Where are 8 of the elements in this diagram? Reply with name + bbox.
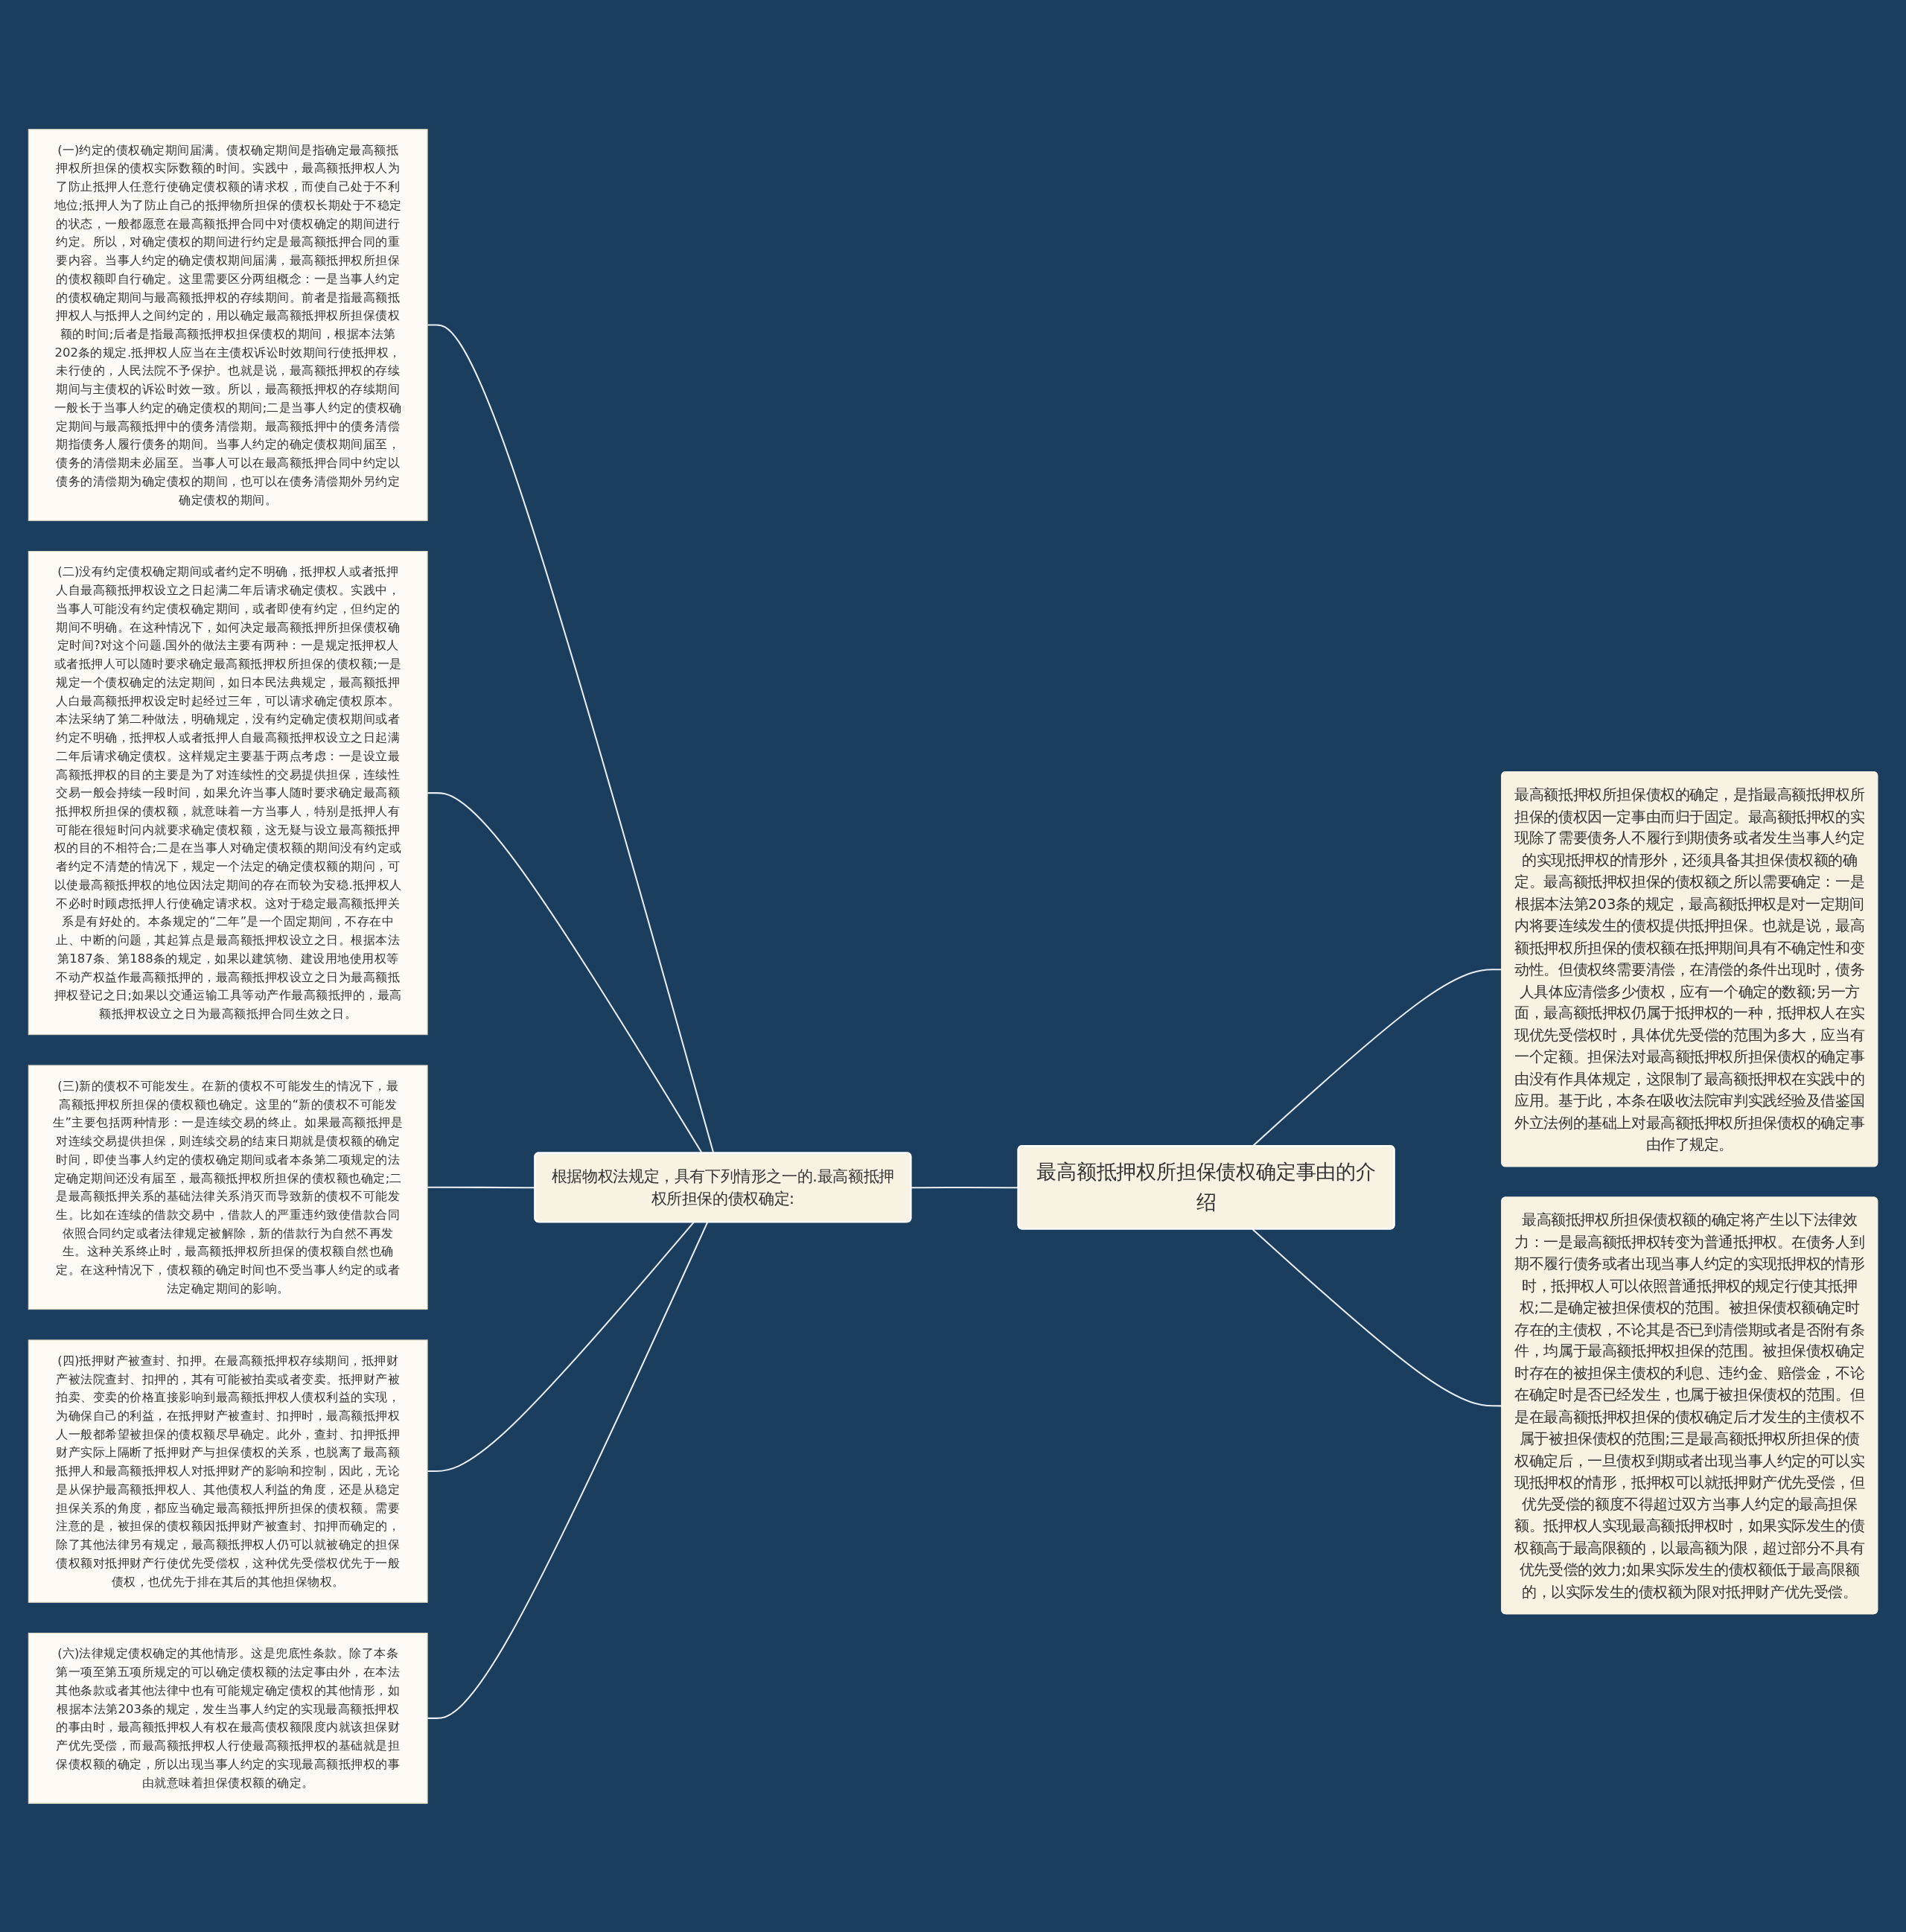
node-box: (六)法律规定债权确定的其他情形。这是兜底性条款。除了本条第一项至第五项所规定的可以确定债权额的法定事由外，在本法其他条款或者其他法律中也有可能规定确定债权的其他情形，如根据本法第203条的规定，发生当事人约定的实现最高额抵押权的事由时，最高额抵押权人有权在最高债权额限度内就该担保财产优先受偿，而最高额抵押权人行使最高额抵押权的基础就是担保债权额的确定，所以出现当事人约定的实现最高额抵押权的事由就意味着担保债权额的确定。 xyxy=(28,1632,428,1804)
connector xyxy=(427,1221,695,1472)
node-box: (一)约定的债权确定期间届满。债权确定期间是指确定最高额抵押权所担保的债权实际数额的时间。实践中，最高额抵押权人为了防止抵押人任意行使确定债权额的请求权，而使自己处于不利地位;抵押人为了防止自己的抵押物所担保的债权长期处于不稳定的状态，一般都愿意在最高额抵押合同中对债权确定的期间进行约定。所以，对确定债权的期间进行约定是最高额抵押合同的重要内容。当事人约定的确定债权期间届满，最高额抵押权所担保的债权额即自行确定。这里需要区分两组概念：一是当事人约定的债权确定期间与最高额抵押权的存续期间。前者是指最高额抵押权人与抵押人之间约定的，用以确定最高额抵押权所担保债权额的时间;后者是指最高额抵押权担保债权的期间，根据本法第202条的规定.抵押权人应当在主债权诉讼时效期间行使抵押权，未行使的，人民法院不予保护。也就是说，最高额抵押权的存续期间与主债权的诉讼时效一致。所以，最高额抵押权的存续期间一般长于当事人约定的确定债权的期间;二是当事人约定的债权确定期间与最高额抵押中的债务清偿期。最高额抵押中的债务清偿期指债务人履行债务的期间。当事人约定的确定债权期间届至，债务的清偿期未必届至。当事人可以在最高额抵押合同中约定以债务的清偿期为确定债权的期间，也可以在债务清偿期外另约定确定债权的期间。 xyxy=(28,128,428,521)
node-box: (三)新的债权不可能发生。在新的债权不可能发生的情况下，最高额抵押权所担保的债权额也确定。这里的“新的债权不可能发生”主要包括两种情形：一是连续交易的终止。如果最高额抵押是对连续交易提供担保，则连续交易的结束日期就是债权额的确定时间，即使当事人约定的债权确定期间或者本条第二项规定的法定确定期间还没有届至，最高额抵押权所担保的债权额也确定;二是最高额抵押关系的基础法律关系消灭而导致新的债权不可能发生。比如在连续的借款交易中，借款人的严重违约致使借款合同依照合同约定或者法律规定被解除，新的借款行为自然不再发生。这种关系终止时，最高额抵押权所担保的债权额自然也确定。在这种情况下，债权额的确定时间也不受当事人约定的或者法定确定期间的影响。 xyxy=(28,1064,428,1310)
node-box: (四)抵押财产被查封、扣押。在最高额抵押权存续期间，抵押财产被法院查封、扣押的，其有可能被拍卖或者变卖。抵押财产被拍卖、变卖的价格直接影响到最高额抵押权人债权利益的实现，为确保自己的利益，在抵押财产被查封、扣押时，最高额抵押权人一般都希望被担保的债权额尽早确定。此外，查封、扣押抵押财产实际上隔断了抵押财产与担保债权的关系，也脱离了最高额抵押人和最高额抵押权人对抵押财产的影响和控制，因此，无论是从保护最高额抵押权人、其他债权人利益的角度，还是从稳定担保关系的角度，都应当确定最高额抵押所担保的债权额。需要注意的是，被担保的债权额因抵押财产被查封、扣押而确定的，除了其他法律另有规定，最高额抵押权人仍可以就被确定的担保债权额对抵押财产行使优先受偿权，这种优先受偿权优先于一般债权，也优先于排在其后的其他担保物权。 xyxy=(28,1339,428,1603)
node-box: (二)没有约定债权确定期间或者约定不明确，抵押权人或者抵押人自最高额抵押权设立之日起满二年后请求确定债权。实践中，当事人可能没有约定债权确定期间，或者即使有约定，但约定的期间不明确。在这种情况下，如何决定最高额抵押所担保债权确定时间?对这个问题.国外的做法主要有两种：一是规定抵押权人或者抵押人可以随时要求确定最高额抵押权所担保的债权额;一是规定一个债权确定的法定期间，如日本民法典规定，最高额抵押人白最高额抵押权设定时起经过三年，可以请求确定债权原本。本法采纳了第二种做法，明确规定，没有约定确定债权期间或者约定不明确，抵押权人或者抵押人自最高额抵押权设立之日起满二年后请求确定债权。这样规定主要基于两点考虑：一是设立最高额抵押权的目的主要是为了对连续性的交易提供担保，连续性交易一般会持续一段时间，如果允许当事人随时要求确定最高额抵押权所担保的债权额，就意味着一方当事人，特别是抵押人有可能在很短时问内就要求确定债权额，这无疑与设立最高额抵押权的目的不相符合;二是在当事人对确定债权额的期间没有约定或者约定不清楚的情况下，规定一个法定的确定债权额的期问，可以使最高额抵押权的地位因法定期间的存在而较为安稳.抵押权人不必时时顾虑抵押人行使确定请求权。这对于稳定最高额抵押关系是有好处的。本条规定的“二年”是一个固定期间，不存在中止、中断的问题，其起算点是最高额抵押权设立之日。根据本法第187条、第188条的规定，如果以建筑物、建设用地使用权等不动产权益作最高额抵押的，最高额抵押权设立之日为最高额抵押权登记之日;如果以交通运输工具等动产作最高额抵押的，最高额抵押权设立之日为最高额抵押合同生效之日。 xyxy=(28,550,428,1035)
connector xyxy=(427,1186,535,1188)
connector xyxy=(427,1221,709,1719)
